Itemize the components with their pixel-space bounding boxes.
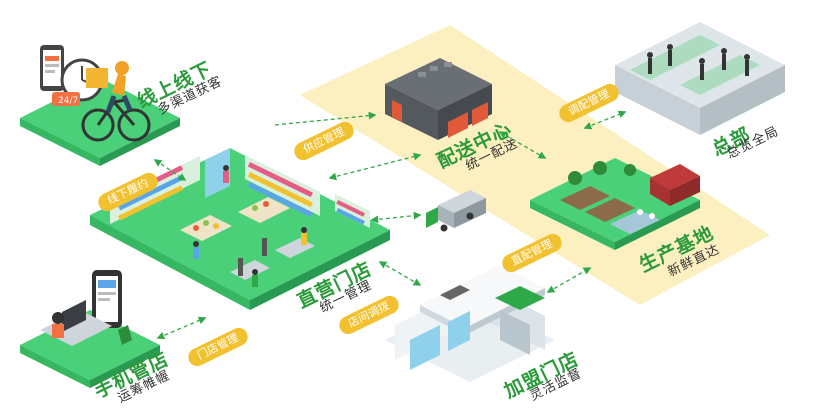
flow-arrows — [153, 110, 627, 340]
direct-store-floor — [90, 148, 390, 310]
delivery-truck — [426, 190, 486, 232]
mobile-desk — [20, 270, 160, 388]
production-farm — [530, 158, 700, 250]
headquarters — [615, 22, 785, 135]
online-platform: 24/7 — [20, 45, 180, 166]
distribution-center — [385, 58, 492, 140]
franchise-store — [385, 265, 555, 382]
svg-text:24/7: 24/7 — [58, 96, 78, 106]
